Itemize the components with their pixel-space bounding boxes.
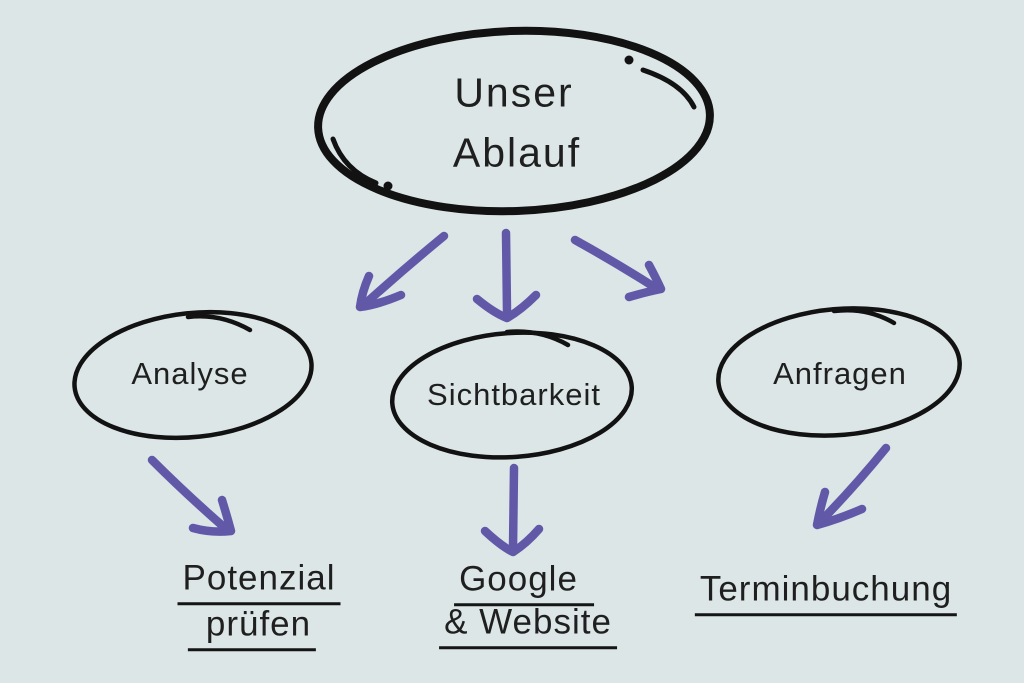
arrow-shaft [816,443,891,526]
outcome-analyse-line2: prüfen [187,605,317,651]
root-ellipse-accent-right [640,67,697,110]
arrow-analyse-to-outcome-icon [147,455,236,536]
outcome-sichtbarkeit-line2: & Website [439,603,617,649]
root-node-label-line1: Unser [454,69,574,116]
arrow-root-to-sichtbarkeit-icon [472,228,541,323]
arrow-head [188,495,236,536]
arrow-head [472,290,541,323]
ink-strokes [72,26,962,460]
arrow-root-to-anfragen-icon [570,235,666,302]
arrow-shaft [361,231,449,308]
arrow-head [480,524,544,557]
analyse-ellipse [72,309,314,441]
arrow-root-to-analyse-icon [355,231,449,312]
arrow-head [624,260,666,302]
root-ellipse-dot-bottom-left [383,181,393,191]
outcome-analyse-line1: Potenzial [177,559,341,605]
branch-label-anfragen: Anfragen [773,355,907,391]
root-node-label-line2: Ablauf [452,129,582,176]
outcome-sichtbarkeit-line1: Google [454,560,594,606]
sichtbarkeit-ellipse-tail [504,329,571,348]
outcome-anfragen-line1: Terminbuchung [694,570,958,616]
arrow-head [355,271,406,312]
root-ellipse-accent-bottom-left [330,136,379,186]
sichtbarkeit-ellipse [389,329,635,460]
arrow-shaft [570,235,656,290]
branch-label-analyse: Analyse [131,355,249,391]
anfragen-ellipse [716,306,962,438]
anfragen-ellipse-tail [831,308,897,326]
analyse-ellipse-tail [185,314,253,333]
arrow-shaft [508,463,519,554]
analyse-ellipse-outline [72,309,314,441]
root-ellipse-outline [314,26,714,216]
arrow-head [812,487,867,530]
arrow-shaft [147,455,230,533]
arrow-anfragen-to-outcome-icon [812,443,891,530]
root-ellipse-dot-top-right [624,55,634,65]
arrow-sichtbarkeit-to-outcome-icon [480,463,544,557]
flow-arrows [147,228,891,557]
branch-label-sichtbarkeit: Sichtbarkeit [427,376,601,412]
arrow-shaft [501,228,512,316]
